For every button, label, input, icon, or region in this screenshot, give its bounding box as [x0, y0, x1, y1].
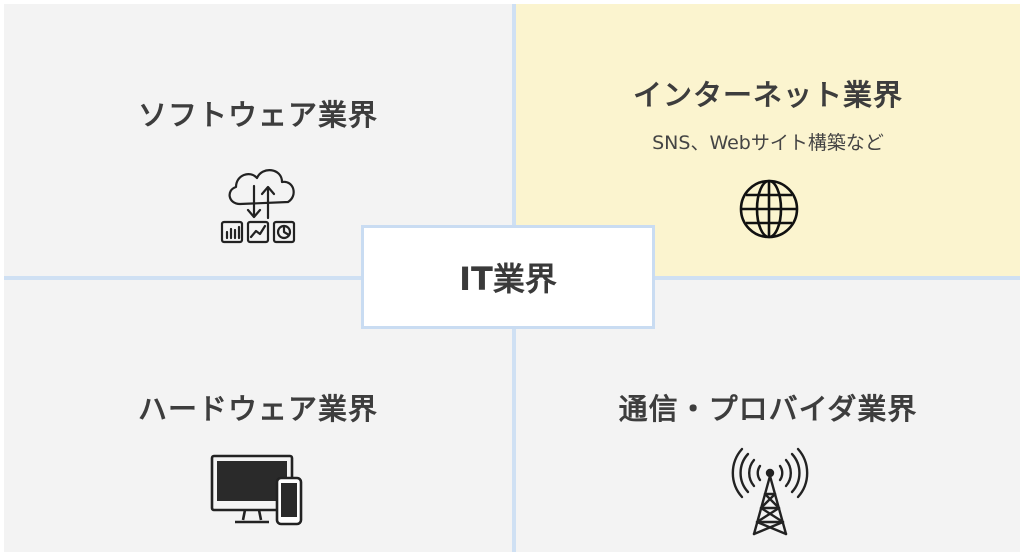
globe-icon: [739, 179, 799, 239]
signal-tower-icon: [731, 447, 809, 536]
cloud-sync-analytics-icon: [220, 169, 296, 244]
software-title: ソフトウェア業界: [137, 98, 378, 132]
hardware-title: ハードウェア業界: [137, 392, 378, 426]
monitor-smartphone-icon: [210, 454, 303, 526]
internet-subtitle: SNS、Webサイト構築など: [652, 132, 884, 154]
center-label-box: IT業界: [361, 225, 655, 329]
quadrant-software: ソフトウェア業界: [4, 4, 512, 276]
center-label: IT業界: [459, 260, 557, 298]
telecom-title: 通信・プロバイダ業界: [618, 392, 918, 426]
internet-title: インターネット業界: [632, 78, 903, 112]
